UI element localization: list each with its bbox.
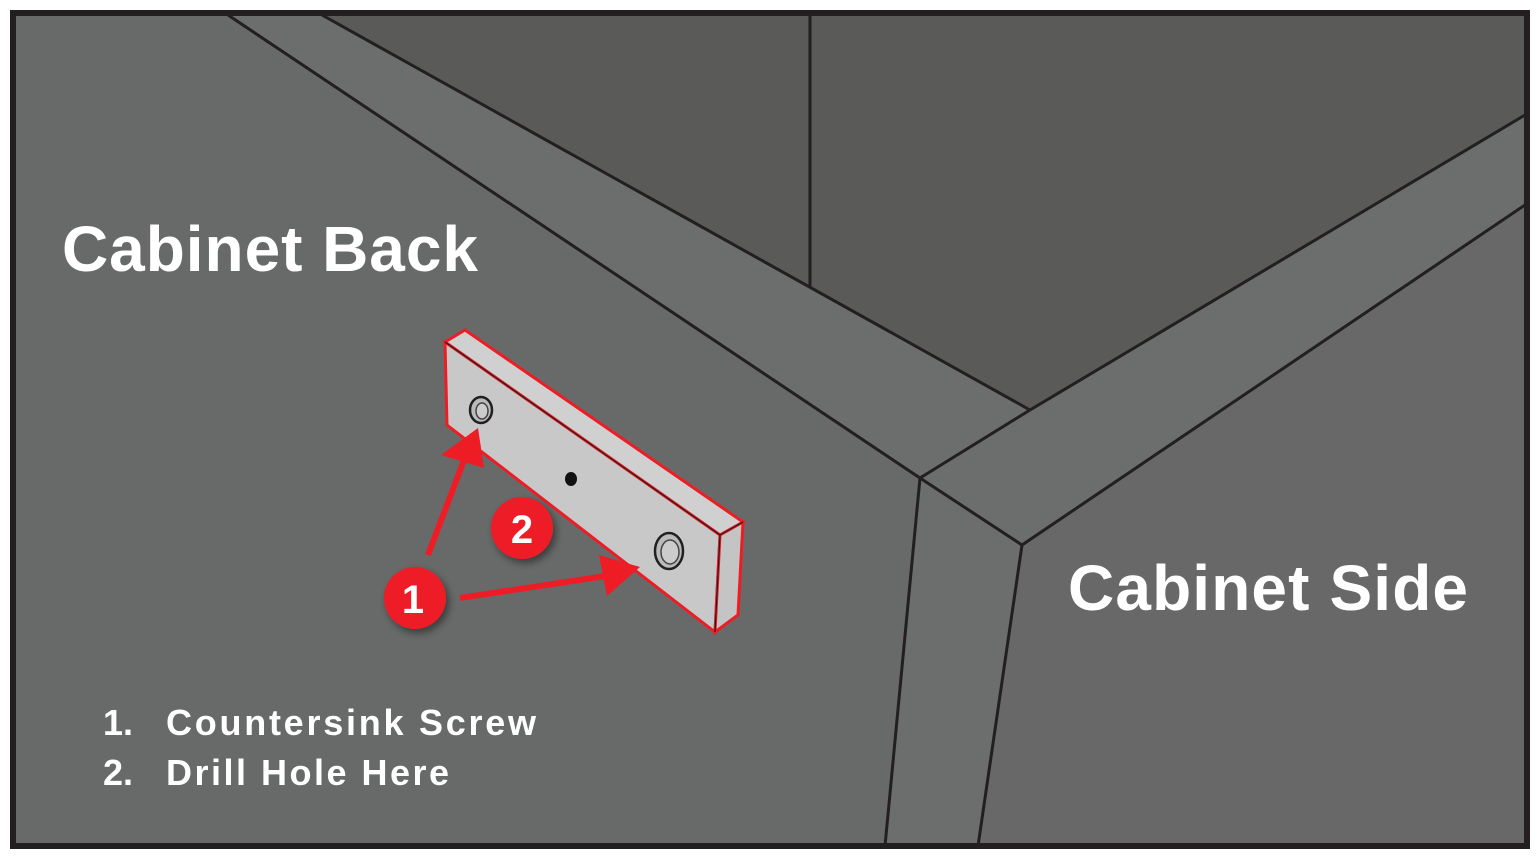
badge-2-label: 2 — [511, 508, 533, 552]
cabinet-side-front-edge — [885, 478, 1022, 846]
arrow-head-left — [441, 428, 484, 468]
cabinet-side-top-edge — [920, 115, 1525, 545]
cabinet-interior — [322, 15, 1525, 410]
mounting-bracket — [442, 328, 746, 636]
arrow-to-left-hole — [425, 453, 469, 557]
arrows — [425, 428, 640, 601]
arrow-to-right-hole — [459, 572, 613, 601]
legend-item-2-number: 2. — [103, 752, 133, 793]
cabinet-back-label: Cabinet Back — [62, 213, 478, 285]
cabinet-side-label: Cabinet Side — [1068, 552, 1468, 624]
drill-hole-dot — [565, 472, 577, 486]
screw-hole-right — [653, 531, 685, 571]
frame-border — [10, 10, 1530, 849]
badge-1 — [384, 567, 446, 629]
screw-hole-left — [468, 395, 494, 425]
legend-list: 1. Countersink Screw 2. Drill Hole Here — [103, 702, 537, 793]
legend-item-1-text: Countersink Screw — [166, 702, 537, 743]
badge-1-label: 1 — [402, 578, 424, 622]
arrow-head-right — [599, 555, 640, 596]
badge-2 — [491, 497, 553, 559]
legend-item-2-text: Drill Hole Here — [166, 752, 449, 793]
legend-item-1-number: 1. — [103, 702, 133, 743]
cabinet-back-top-edge — [228, 15, 1030, 478]
cabinet-side-panel — [978, 205, 1525, 846]
cabinet-outlines — [227, 13, 1526, 847]
